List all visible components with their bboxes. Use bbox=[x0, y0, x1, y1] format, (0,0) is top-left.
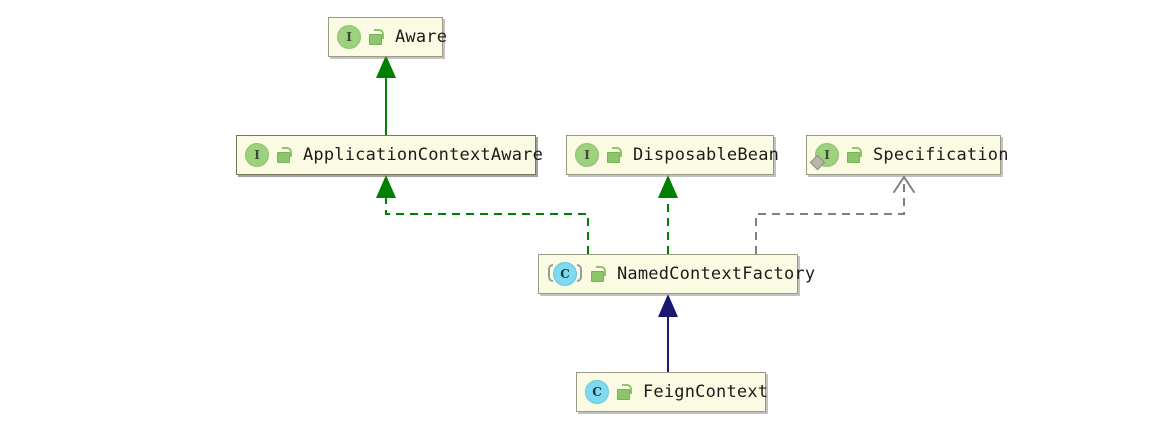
edge-named-context-factory-to-application-context-aware bbox=[376, 175, 589, 254]
node-icon-group: I bbox=[575, 143, 622, 167]
interface-badge-wrap: I bbox=[245, 143, 269, 167]
uml-node-label: FeignContext bbox=[643, 382, 769, 402]
edge-line bbox=[385, 193, 589, 254]
uml-node-label: ApplicationContextAware bbox=[303, 145, 544, 165]
uml-node-application-context-aware[interactable]: I ApplicationContextAware bbox=[236, 135, 543, 175]
open-padlock-icon bbox=[591, 266, 606, 282]
node-icon-group: I bbox=[337, 25, 384, 49]
uml-node-label: Specification bbox=[873, 145, 1009, 165]
interface-badge-wrap: I bbox=[337, 25, 361, 49]
abstract-class-badge-wrap: C bbox=[548, 262, 582, 286]
open-padlock-icon bbox=[607, 147, 622, 163]
uml-node-label: NamedContextFactory bbox=[617, 264, 816, 284]
filled-triangle-arrowhead-icon bbox=[376, 55, 396, 78]
node-icon-group: I bbox=[809, 143, 862, 171]
uml-node-label: DisposableBean bbox=[633, 145, 780, 165]
interface-badge-icon: I bbox=[337, 25, 361, 49]
interface-badge-wrap: I bbox=[575, 143, 599, 167]
filled-triangle-arrowhead-icon bbox=[376, 175, 396, 198]
uml-node-feign-context[interactable]: C FeignContext bbox=[576, 372, 769, 412]
edge-application-context-aware-to-aware bbox=[376, 55, 396, 135]
uml-node-specification[interactable]: I Specification bbox=[806, 135, 1008, 175]
filled-triangle-arrowhead-icon bbox=[658, 175, 678, 198]
uml-node-named-context-factory[interactable]: C NamedContextFactory bbox=[538, 254, 815, 294]
uml-node-label: Aware bbox=[395, 27, 448, 47]
open-padlock-icon bbox=[277, 147, 292, 163]
nested-member-badge-icon bbox=[809, 154, 826, 171]
interface-badge-icon: I bbox=[809, 143, 839, 171]
filled-triangle-arrowhead-icon bbox=[658, 294, 678, 317]
uml-node-disposable-bean[interactable]: I DisposableBean bbox=[566, 135, 779, 175]
edge-named-context-factory-to-specification bbox=[755, 176, 915, 254]
edge-line bbox=[755, 180, 905, 254]
node-icon-group: C bbox=[547, 262, 606, 286]
open-vee-arrowhead-icon bbox=[893, 176, 915, 193]
class-badge-wrap: C bbox=[585, 380, 609, 404]
edge-feign-context-to-named-context-factory bbox=[658, 294, 678, 372]
interface-badge-wrap: I bbox=[809, 143, 839, 171]
open-padlock-icon bbox=[617, 384, 632, 400]
edge-named-context-factory-to-disposable-bean bbox=[658, 175, 678, 254]
node-icon-group: C bbox=[585, 380, 632, 404]
interface-badge-icon: I bbox=[575, 143, 599, 167]
uml-node-aware[interactable]: I Aware bbox=[328, 17, 447, 57]
open-padlock-icon bbox=[847, 147, 862, 163]
node-icon-group: I bbox=[245, 143, 292, 167]
class-badge-icon: C bbox=[585, 380, 609, 404]
interface-badge-icon: I bbox=[245, 143, 269, 167]
class-badge-icon: C bbox=[553, 262, 577, 286]
open-padlock-icon bbox=[369, 29, 384, 45]
